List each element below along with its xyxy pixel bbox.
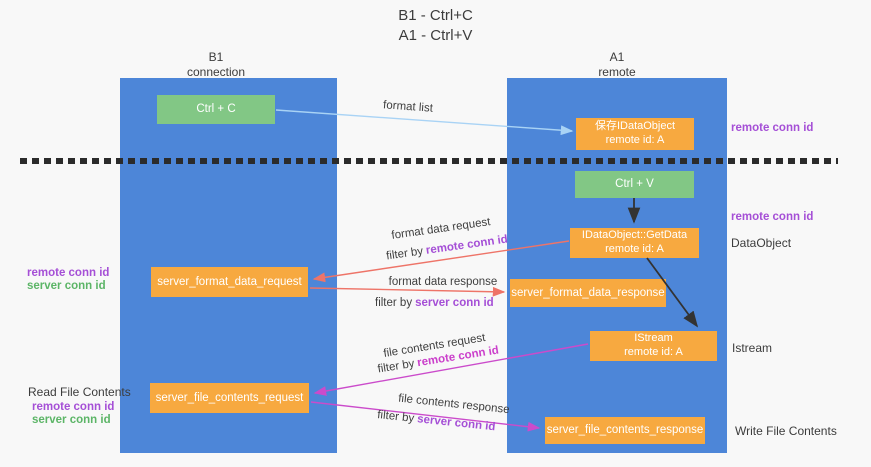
filter-by-text: filter by — [376, 409, 415, 425]
save-dataobject-line1: 保存IDataObject — [594, 120, 676, 133]
annotation-dataobject: DataObject — [731, 236, 792, 250]
annotation-remote-conn-id-mid: remote conn id — [731, 211, 814, 223]
node-server-file-contents-request: server_file_contents_request — [150, 383, 309, 413]
filter-by-text: filter by — [375, 297, 413, 309]
getdata-line1: IDataObject::GetData — [581, 229, 688, 242]
lane-b1-name: B1 — [208, 50, 224, 64]
ctrl-c-label: Ctrl + C — [196, 103, 236, 116]
annotation-write-file-contents: Write File Contents — [735, 424, 837, 438]
ctrl-v-label: Ctrl + V — [615, 178, 654, 191]
format-request-label: server_format_data_request — [157, 275, 302, 288]
node-istream: IStream remote id: A — [590, 331, 717, 361]
diagram-title: B1 - Ctrl+C A1 - Ctrl+V — [0, 6, 871, 47]
server-conn-id-key: server conn id — [416, 413, 496, 434]
lane-header-a1: A1 remote — [507, 50, 727, 80]
node-save-dataobject: 保存IDataObject remote id: A — [576, 118, 694, 150]
node-server-file-contents-response: server_file_contents_response — [545, 417, 705, 444]
annotation-server-conn-id-left1: server conn id — [27, 280, 106, 292]
filter-by-text: filter by — [385, 245, 424, 263]
filter-by-text: filter by — [376, 357, 416, 376]
copy-paste-separator-line — [20, 158, 838, 164]
lane-a1-name: A1 — [609, 50, 625, 64]
label-format-list: format list — [382, 99, 434, 115]
getdata-line2: remote id: A — [605, 243, 664, 255]
annotation-remote-conn-id-left2: remote conn id — [32, 401, 115, 413]
annotation-server-conn-id-left2: server conn id — [32, 414, 111, 426]
server-conn-id-key: server conn id — [415, 297, 494, 309]
title-line-1: B1 - Ctrl+C — [398, 7, 473, 24]
lane-a1-role: remote — [598, 65, 636, 79]
title-line-2: A1 - Ctrl+V — [398, 27, 473, 45]
annotation-istream: Istream — [732, 341, 773, 355]
file-request-label: server_file_contents_request — [155, 391, 304, 404]
node-server-format-data-response: server_format_data_response — [510, 279, 666, 307]
save-dataobject-line2: remote id: A — [605, 134, 665, 146]
remote-conn-id-key: remote conn id — [425, 233, 509, 257]
istream-line1: IStream — [634, 332, 673, 345]
istream-line2: remote id: A — [624, 346, 683, 358]
annotation-remote-conn-id-left1: remote conn id — [27, 267, 110, 279]
format-response-label: server_format_data_response — [511, 286, 665, 299]
label-format-data-response: format data response — [388, 276, 498, 288]
file-response-label: server_file_contents_response — [546, 424, 704, 437]
node-ctrl-v: Ctrl + V — [575, 171, 694, 198]
lane-b1-role: connection — [186, 65, 246, 79]
node-idataobject-getdata: IDataObject::GetData remote id: A — [570, 228, 699, 258]
annotation-remote-conn-id-top: remote conn id — [731, 122, 814, 134]
lane-header-b1: B1 connection — [122, 50, 310, 80]
arrow-format-data-response — [309, 286, 506, 297]
node-ctrl-c: Ctrl + C — [157, 95, 275, 124]
node-server-format-data-request: server_format_data_request — [151, 267, 308, 297]
annotation-read-file-contents: Read File Contents — [28, 385, 131, 399]
